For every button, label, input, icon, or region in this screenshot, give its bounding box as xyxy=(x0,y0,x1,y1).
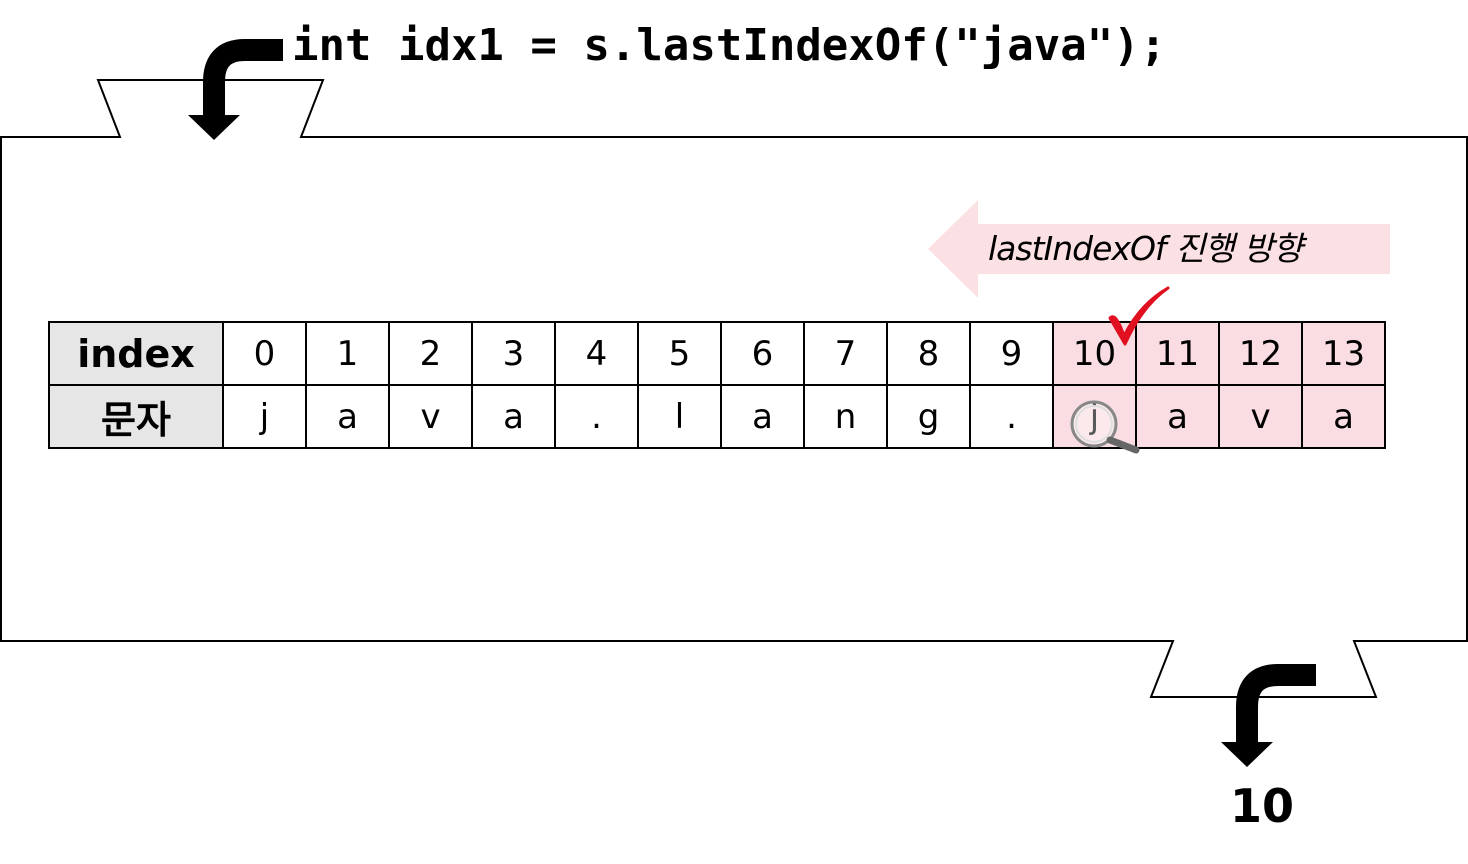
char-cell: a xyxy=(305,384,390,449)
code-line: int idx1 = s.lastIndexOf("java"); xyxy=(292,20,1167,71)
index-cell: 6 xyxy=(720,321,805,386)
index-cell: 5 xyxy=(637,321,722,386)
index-cell: 12 xyxy=(1218,321,1303,386)
output-down-arrow-icon xyxy=(1236,664,1316,742)
index-cell: 1 xyxy=(305,321,390,386)
char-cell: a xyxy=(1135,384,1220,449)
char-cell: a xyxy=(720,384,805,449)
char-header: 문자 xyxy=(48,384,224,449)
char-cell: . xyxy=(969,384,1054,449)
char-cell: l xyxy=(637,384,722,449)
char-cell: v xyxy=(388,384,473,449)
direction-arrow xyxy=(928,200,1390,298)
index-cell: 0 xyxy=(222,321,307,386)
index-cell: 8 xyxy=(886,321,971,386)
index-cell: 7 xyxy=(803,321,888,386)
char-cell: . xyxy=(554,384,639,449)
index-cell: 11 xyxy=(1135,321,1220,386)
index-cell: 13 xyxy=(1301,321,1386,386)
char-cell: j xyxy=(222,384,307,449)
direction-label: lastIndexOf 진행 방향 xyxy=(988,229,1303,268)
char-cell: a xyxy=(1301,384,1386,449)
index-cell: 10 xyxy=(1052,321,1137,386)
index-cell: 4 xyxy=(554,321,639,386)
char-cell: g xyxy=(886,384,971,449)
input-arrow-head xyxy=(188,115,240,140)
char-cell: n xyxy=(803,384,888,449)
char-cell: v xyxy=(1218,384,1303,449)
result-value: 10 xyxy=(1230,779,1295,833)
index-cell: 2 xyxy=(388,321,473,386)
input-down-arrow-icon xyxy=(203,39,283,115)
char-cell: a xyxy=(471,384,556,449)
output-arrow-head xyxy=(1221,742,1273,767)
char-cell: j xyxy=(1052,384,1137,449)
index-cell: 9 xyxy=(969,321,1054,386)
index-cell: 3 xyxy=(471,321,556,386)
index-header: index xyxy=(48,321,224,386)
